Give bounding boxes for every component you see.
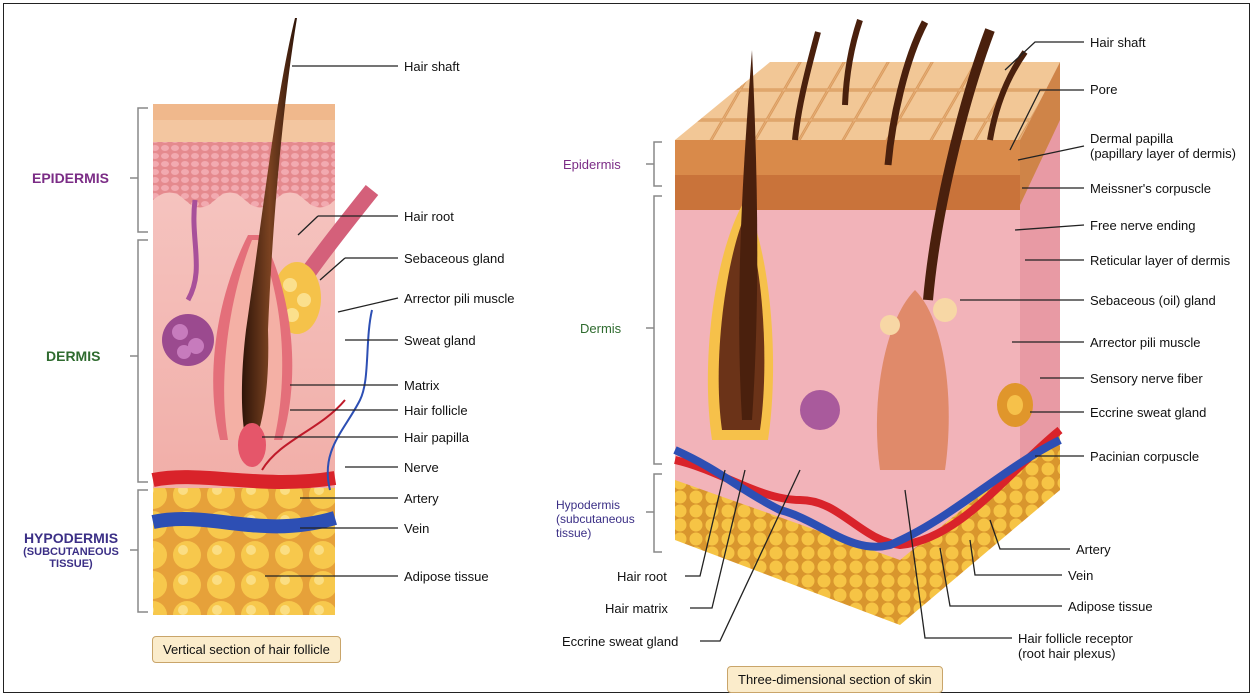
r-label-free-nerve-ending: Free nerve ending <box>1090 218 1196 233</box>
label-hair-shaft: Hair shaft <box>404 59 460 74</box>
r-label-hair-follicle-receptor: Hair follicle receptor (root hair plexus… <box>1018 631 1133 661</box>
hypodermis-sub-2: TISSUE) <box>14 558 128 570</box>
right-caption: Three-dimensional section of skin <box>727 666 943 693</box>
r-label-hair-follicle-receptor-1: Hair follicle receptor <box>1018 631 1133 646</box>
r-label-dermal-papilla-2: (papillary layer of dermis) <box>1090 146 1236 161</box>
r-label-vein: Vein <box>1068 568 1093 583</box>
right-hypodermis-line-1: Hypodermis <box>556 498 635 512</box>
r-label-adipose-tissue: Adipose tissue <box>1068 599 1153 614</box>
r-label-sensory-nerve-fiber: Sensory nerve fiber <box>1090 371 1203 386</box>
left-epidermis-label: EPIDERMIS <box>32 170 109 186</box>
right-epidermis-label: Epidermis <box>563 157 621 172</box>
label-sebaceous-gland: Sebaceous gland <box>404 251 504 266</box>
r-label-hair-shaft: Hair shaft <box>1090 35 1146 50</box>
right-hypodermis-line-2: (subcutaneous <box>556 512 635 526</box>
r-label-pacinian-corpuscle: Pacinian corpuscle <box>1090 449 1199 464</box>
r-label-pore: Pore <box>1090 82 1117 97</box>
label-hair-root: Hair root <box>404 209 454 224</box>
label-hair-follicle: Hair follicle <box>404 403 468 418</box>
left-dermis-label: DERMIS <box>46 348 100 364</box>
right-hypodermis-label: Hypodermis (subcutaneous tissue) <box>556 498 635 540</box>
hypodermis-title: HYPODERMIS <box>14 530 128 546</box>
r-label-sebaceous-oil-gland: Sebaceous (oil) gland <box>1090 293 1216 308</box>
label-matrix: Matrix <box>404 378 439 393</box>
r-label-reticular-layer: Reticular layer of dermis <box>1090 253 1230 268</box>
right-dermis-label: Dermis <box>580 321 621 336</box>
r-label-eccrine-sweat-gland: Eccrine sweat gland <box>1090 405 1206 420</box>
label-vein: Vein <box>404 521 429 536</box>
r-label-hair-matrix: Hair matrix <box>605 601 668 616</box>
r-label-arrector-pili-muscle: Arrector pili muscle <box>1090 335 1201 350</box>
r-label-meissners-corpuscle: Meissner's corpuscle <box>1090 181 1211 196</box>
label-adipose-tissue: Adipose tissue <box>404 569 489 584</box>
label-nerve: Nerve <box>404 460 439 475</box>
r-label-hair-root: Hair root <box>617 569 667 584</box>
left-caption: Vertical section of hair follicle <box>152 636 341 663</box>
label-sweat-gland: Sweat gland <box>404 333 476 348</box>
left-section-art <box>153 18 372 615</box>
r-label-eccrine-sweat-gland-bottom: Eccrine sweat gland <box>562 634 678 649</box>
right-section-art <box>675 20 1060 625</box>
left-hypodermis-label: HYPODERMIS (SUBCUTANEOUS TISSUE) <box>14 530 128 570</box>
r-label-hair-follicle-receptor-2: (root hair plexus) <box>1018 646 1133 661</box>
r-label-artery: Artery <box>1076 542 1111 557</box>
r-label-dermal-papilla-1: Dermal papilla <box>1090 131 1236 146</box>
right-hypodermis-line-3: tissue) <box>556 526 635 540</box>
r-label-dermal-papilla: Dermal papilla (papillary layer of dermi… <box>1090 131 1236 161</box>
label-arrector-pili-muscle: Arrector pili muscle <box>404 291 515 306</box>
label-artery: Artery <box>404 491 439 506</box>
hypodermis-sub-1: (SUBCUTANEOUS <box>14 546 128 558</box>
label-hair-papilla: Hair papilla <box>404 430 469 445</box>
